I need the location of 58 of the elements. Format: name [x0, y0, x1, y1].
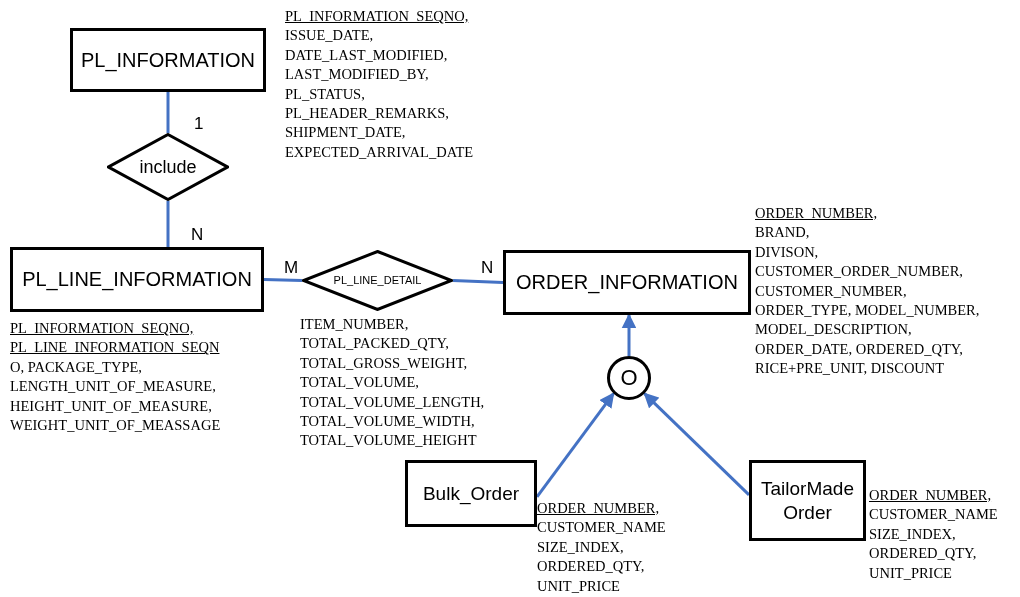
entity-box: ORDER_INFORMATION	[503, 250, 751, 315]
connector-line	[263, 278, 303, 282]
connector-line	[166, 92, 170, 133]
attribute-text: ORDER_NUMBER,	[755, 204, 878, 223]
attribute-text: TOTAL_VOLUME_HEIGHT	[300, 431, 477, 451]
attribute-text: WEIGHT_UNIT_OF_MEASSAGE	[10, 416, 221, 436]
attribute-text: CUSTOMER_NAME	[869, 505, 998, 525]
attribute-text: ORDERED_QTY,	[869, 544, 977, 564]
cardinality-label: N	[190, 226, 205, 243]
attribute-text: UNIT_PRICE	[537, 576, 620, 596]
attribute-text: CUSTOMER_NUMBER,	[755, 281, 907, 301]
attribute-text: ORDER_DATE, ORDERED_QTY,	[755, 339, 963, 359]
attribute-text: ORDER_NUMBER,	[537, 499, 660, 518]
entity-box: PL_INFORMATION	[70, 28, 266, 92]
attribute-text: HEIGHT_UNIT_OF_MEASURE,	[10, 396, 212, 416]
attribute-text: ORDER_NUMBER,	[869, 486, 992, 505]
attribute-text: PL_HEADER_REMARKS,	[285, 104, 449, 124]
cardinality-label: 1	[193, 115, 205, 132]
arrow	[535, 392, 615, 498]
attribute-text: ISSUE_DATE,	[285, 26, 374, 46]
attribute-text: MODEL_DESCRIPTION,	[755, 320, 912, 340]
attribute-text: SIZE_INDEX,	[537, 537, 624, 557]
attribute-text: PL_INFORMATION_SEQNO,	[285, 7, 469, 26]
attribute-text: UNIT_PRICE	[869, 563, 952, 583]
attribute-text: RICE+PRE_UNIT, DISCOUNT	[755, 359, 945, 379]
attribute-text: TOTAL_PACKED_QTY,	[300, 334, 449, 354]
entity-box: Bulk_Order	[405, 460, 537, 527]
attribute-text: TOTAL_VOLUME,	[300, 373, 419, 393]
attribute-text: PL_STATUS,	[285, 84, 365, 104]
attribute-text: ORDERED_QTY,	[537, 557, 645, 577]
attribute-text: ORDER_TYPE, MODEL_NUMBER,	[755, 301, 980, 321]
attribute-text: CUSTOMER_NAME	[537, 518, 666, 538]
attribute-text: TOTAL_VOLUME_LENGTH,	[300, 392, 485, 412]
entity-box: TailorMade Order	[749, 460, 866, 541]
attribute-text: LENGTH_UNIT_OF_MEASURE,	[10, 377, 216, 397]
attribute-text: SHIPMENT_DATE,	[285, 123, 406, 143]
attribute-text: DATE_LAST_MODIFIED,	[285, 45, 448, 65]
arrow	[643, 392, 751, 496]
attribute-text: LAST_MODIFIED_BY,	[285, 65, 429, 85]
cardinality-label: N	[480, 259, 495, 276]
attribute-text: TOTAL_GROSS_WEIGHT,	[300, 353, 468, 373]
arrow	[621, 313, 637, 356]
relationship-diamond: PL_LINE_DETAIL	[302, 250, 453, 311]
attribute-text: TOTAL_VOLUME_WIDTH,	[300, 412, 475, 432]
attribute-text: CUSTOMER_ORDER_NUMBER,	[755, 262, 963, 282]
cardinality-label: M	[283, 259, 300, 276]
attribute-text: EXPECTED_ARRIVAL_DATE	[285, 142, 474, 162]
attribute-text: ITEM_NUMBER,	[300, 315, 409, 334]
attribute-text: BRAND,	[755, 223, 810, 243]
attribute-text: PL_LINE_INFORMATION_SEQN	[10, 338, 220, 358]
attribute-text: O, PACKAGE_TYPE,	[10, 357, 142, 377]
entity-box: PL_LINE_INFORMATION	[10, 247, 264, 312]
attribute-text: SIZE_INDEX,	[869, 524, 956, 544]
attribute-text: PL_INFORMATION_SEQNO,	[10, 319, 194, 338]
relationship-diamond: include	[107, 133, 229, 201]
connector-line	[452, 279, 504, 284]
attribute-text: DIVISON,	[755, 242, 819, 262]
connector-line	[166, 201, 170, 247]
